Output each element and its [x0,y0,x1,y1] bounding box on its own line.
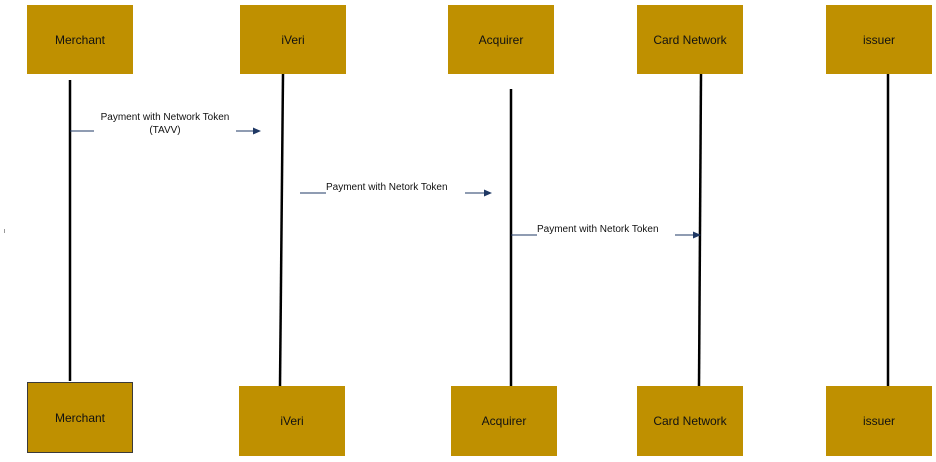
participant-merchant-top: Merchant [27,5,133,74]
participant-card-network-bottom: Card Network [637,386,743,456]
message-1-label: Payment with Network Token (TAVV) [92,111,238,137]
message-3-arrowhead [693,231,701,239]
participant-acquirer-bottom: Acquirer [451,386,557,456]
participant-iveri-top: iVeri [240,5,346,74]
participant-merchant-bottom: Merchant [27,382,133,453]
lifeline-iveri [278,73,285,387]
message-3-label: Payment with Netork Token [537,224,659,235]
participant-card-network-top: Card Network [637,5,743,74]
message-1-label-line2: (TAVV) [149,125,181,136]
participant-issuer-top: issuer [826,5,932,74]
participant-issuer-bottom: issuer [826,386,932,456]
message-2-arrowhead [484,189,492,197]
edge-tick-mark [4,229,5,233]
message-1-label-line1: Payment with Network Token [100,112,230,123]
message-1-arrowhead [253,127,261,135]
participant-iveri-bottom: iVeri [239,386,345,456]
lifeline-card-network [697,73,703,387]
participant-acquirer-top: Acquirer [448,5,554,74]
message-2-label: Payment with Netork Token [326,182,448,193]
